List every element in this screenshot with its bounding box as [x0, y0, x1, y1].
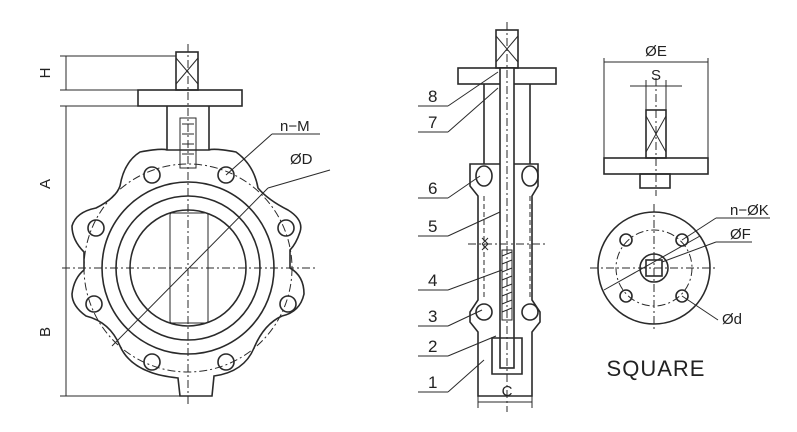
valve-body — [71, 148, 305, 397]
dim-a-label: A — [37, 179, 54, 189]
top-view: ØE S — [603, 43, 709, 196]
dim-s-label: S — [651, 67, 661, 84]
part-number: 8 — [428, 87, 437, 106]
dim-f-label: ØF — [730, 226, 751, 243]
lug-hole — [217, 353, 235, 371]
flange-caption: SQUARE — [607, 356, 706, 381]
section-body — [469, 163, 541, 397]
lug-hole — [279, 295, 297, 313]
flange-hole — [619, 289, 633, 303]
lug-hole — [85, 295, 103, 313]
flange-hole — [675, 289, 689, 303]
part-number: 7 — [428, 113, 437, 132]
lug-hole — [87, 219, 105, 237]
flange-hole — [619, 233, 633, 247]
front-view: H A B n−M ØD — [37, 44, 331, 404]
dim-c-label: C — [502, 383, 513, 400]
part-number: 2 — [428, 337, 437, 356]
dim-e-label: ØE — [645, 43, 667, 60]
dim-d-small-label: Ød — [722, 311, 742, 328]
flange-view: n−ØK ØF Ød SQUARE — [590, 202, 770, 381]
section-view: 8 7 6 5 4 3 2 1 C — [418, 22, 557, 412]
stem-top — [175, 51, 199, 91]
dim-nm-label: n−M — [280, 118, 310, 135]
dim-h-label: H — [37, 68, 54, 79]
top-flange-plate — [137, 89, 243, 107]
dim-d-label: ØD — [290, 151, 313, 168]
dim-nk-label: n−ØK — [730, 202, 769, 219]
part-number: 6 — [428, 179, 437, 198]
dim-b-label: B — [37, 327, 54, 337]
part-number: 1 — [428, 373, 437, 392]
valve-neck — [166, 106, 210, 150]
lug-hole — [217, 166, 235, 184]
part-number: 5 — [428, 217, 437, 236]
part-number: 3 — [428, 307, 437, 326]
part-number: 4 — [428, 271, 437, 290]
lug-hole — [277, 219, 295, 237]
lug-hole — [143, 166, 161, 184]
